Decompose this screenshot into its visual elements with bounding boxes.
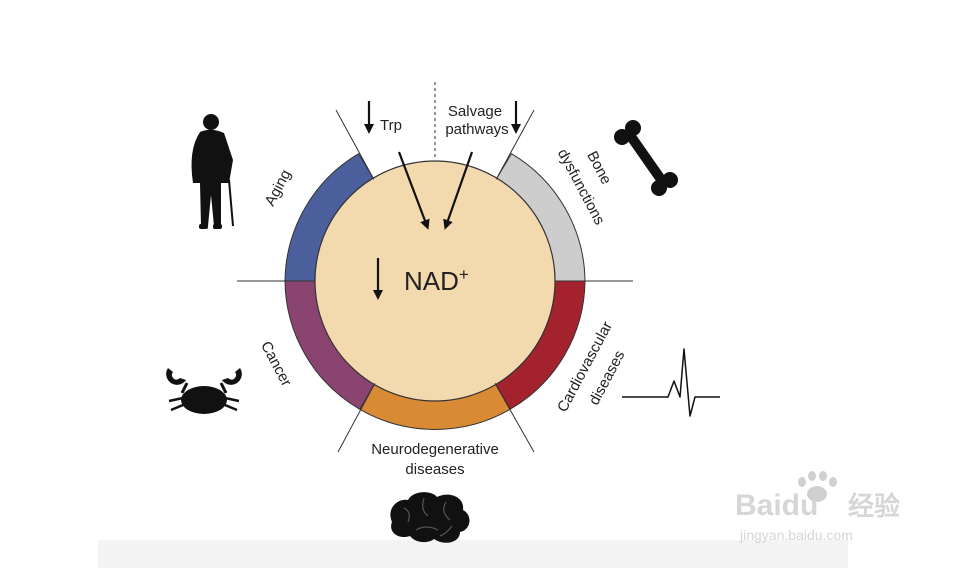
neuro-label-line2: diseases: [405, 461, 464, 478]
brain-icon: [390, 492, 470, 543]
salvage-label-line1: Salvage: [448, 103, 502, 120]
neuro-label-line1: Neurodegenerative: [371, 441, 499, 458]
paw-icon: [798, 471, 837, 502]
bottom-band: [98, 540, 848, 568]
watermark-url: jingyan.baidu.com: [739, 527, 853, 543]
divider-top-right: [495, 109, 535, 180]
trp-flow-arrow: [397, 151, 430, 230]
cancer-label: Cancer: [257, 339, 295, 390]
divider-bottom-left: [337, 383, 376, 453]
nad-label: NAD+: [404, 265, 469, 296]
divider-bottom-right: [494, 383, 535, 453]
crab-icon: [166, 368, 242, 414]
bone-icon: [614, 120, 678, 196]
heartbeat-icon: [622, 348, 720, 417]
elderly-person-icon: [191, 114, 234, 229]
salvage-label-line2: pathways: [445, 121, 508, 138]
salvage-flow-arrow: [443, 151, 474, 230]
watermark-cn: 经验: [848, 491, 900, 521]
trp-label: Trp: [380, 117, 402, 134]
aging-label: Aging: [262, 167, 295, 209]
watermark: Baidu 经验 jingyan.baidu.com: [735, 471, 900, 543]
divider-top-left: [335, 109, 375, 180]
watermark-brand: Baidu: [735, 489, 818, 522]
